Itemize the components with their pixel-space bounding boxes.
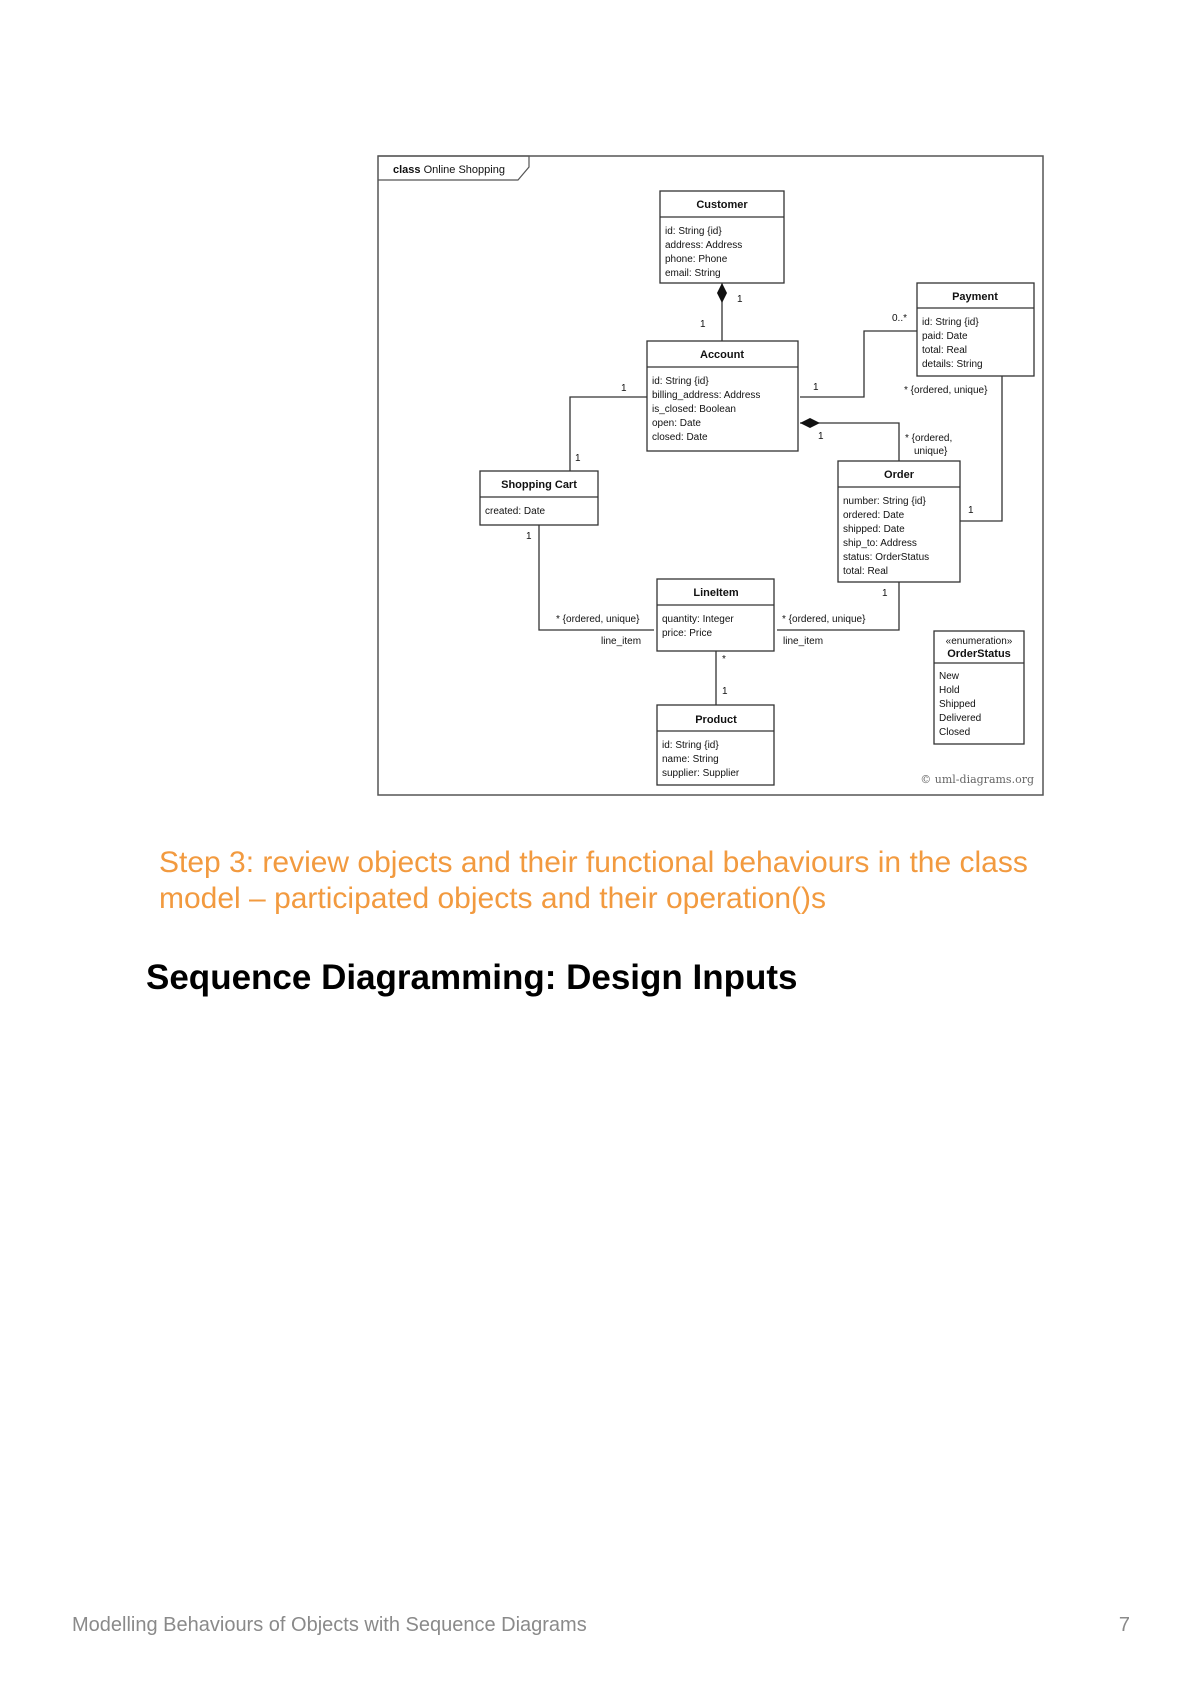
- class-attribute: is_closed: Boolean: [652, 404, 736, 415]
- class-attribute: details: String: [922, 359, 983, 370]
- multiplicity-label: * {ordered, unique}: [782, 614, 866, 625]
- class-attribute: status: OrderStatus: [843, 552, 929, 563]
- multiplicity-label: 1: [621, 383, 627, 394]
- class-attribute: quantity: Integer: [662, 614, 734, 625]
- class-attribute: id: String {id}: [662, 740, 719, 751]
- class-attribute: billing_address: Address: [652, 390, 760, 401]
- enum-literal: New: [939, 671, 960, 682]
- composition-diamond: [717, 283, 727, 303]
- frame-name: Online Shopping: [424, 164, 505, 176]
- footer-title: Modelling Behaviours of Objects with Seq…: [72, 1614, 587, 1636]
- class-attribute: phone: Phone: [665, 254, 728, 265]
- class-product: Product id: String {id} name: String sup…: [656, 704, 775, 786]
- class-attribute: total: Real: [922, 345, 967, 356]
- multiplicity-label: 1: [813, 382, 819, 393]
- class-attribute: price: Price: [662, 628, 712, 639]
- class-attribute: open: Date: [652, 418, 701, 429]
- multiplicity-label: * {ordered, unique}: [904, 385, 988, 396]
- class-attribute: closed: Date: [652, 432, 708, 443]
- multiplicity-label: 0..*: [892, 313, 907, 324]
- multiplicity-label: 1: [722, 686, 728, 697]
- step-line: Step 3: review objects and their functio…: [159, 846, 1028, 879]
- class-attribute: ordered: Date: [843, 510, 905, 521]
- enum-literal: Shipped: [939, 699, 976, 710]
- enum-stereotype: «enumeration»: [946, 636, 1013, 647]
- step-line: model – participated objects and their o…: [159, 882, 827, 915]
- page-number: 7: [1118, 1614, 1130, 1636]
- class-customer: Customer id: String {id} address: Addres…: [659, 190, 785, 284]
- multiplicity-label: 1: [882, 588, 888, 599]
- enum-literal: Delivered: [939, 713, 981, 724]
- class-attribute: id: String {id}: [652, 376, 709, 387]
- class-name: Customer: [696, 199, 748, 211]
- multiplicity-label: * {ordered,: [905, 433, 952, 444]
- class-attribute: shipped: Date: [843, 524, 905, 535]
- class-account: Account id: String {id} billing_address:…: [646, 340, 799, 452]
- frame-tab: [378, 155, 530, 181]
- multiplicity-label: 1: [818, 431, 824, 442]
- multiplicity-label: 1: [737, 294, 743, 305]
- class-attribute: paid: Date: [922, 331, 968, 342]
- class-attribute: id: String {id}: [665, 226, 722, 237]
- role-label: line_item: [783, 636, 823, 647]
- enum-literal: Closed: [939, 727, 970, 738]
- class-attribute: number: String {id}: [843, 496, 926, 507]
- class-lineitem: LineItem quantity: Integer price: Price: [656, 578, 775, 652]
- class-name: Product: [695, 714, 737, 726]
- class-payment: Payment id: String {id} paid: Date total…: [916, 282, 1035, 377]
- class-attribute: name: String: [662, 754, 719, 765]
- multiplicity-label: *: [722, 654, 726, 665]
- class-shopping-cart: Shopping Cart created: Date: [479, 470, 599, 526]
- class-name: Payment: [952, 291, 998, 303]
- multiplicity-label: 1: [526, 531, 532, 542]
- class-attribute: email: String: [665, 268, 721, 279]
- class-attribute: created: Date: [485, 506, 545, 517]
- uml-class-diagram: class Online Shopping Customer id: Strin…: [377, 155, 1044, 796]
- frame-keyword: class: [393, 164, 421, 176]
- enum-orderstatus: «enumeration» OrderStatus New Hold Shipp…: [933, 630, 1025, 745]
- role-label: line_item: [601, 636, 641, 647]
- class-name: OrderStatus: [947, 648, 1011, 660]
- class-order: Order number: String {id} ordered: Date …: [837, 460, 961, 583]
- class-name: Order: [884, 469, 915, 481]
- multiplicity-label: 1: [700, 319, 706, 330]
- multiplicity-label: 1: [968, 505, 974, 516]
- class-attribute: address: Address: [665, 240, 742, 251]
- composition-diamond: [800, 418, 820, 428]
- svg-text:class Online Shopping: class Online Shopping: [393, 164, 505, 176]
- multiplicity-label: * {ordered, unique}: [556, 614, 640, 625]
- class-name: LineItem: [693, 587, 738, 599]
- page-title: Sequence Diagramming: Design Inputs: [146, 958, 798, 997]
- class-attribute: id: String {id}: [922, 317, 979, 328]
- class-attribute: supplier: Supplier: [662, 768, 740, 779]
- step-description: Step 3: review objects and their functio…: [159, 845, 1059, 917]
- class-attribute: ship_to: Address: [843, 538, 917, 549]
- copyright-text: © uml-diagrams.org: [920, 773, 1034, 786]
- class-attribute: total: Real: [843, 566, 888, 577]
- class-name: Shopping Cart: [501, 479, 577, 491]
- class-name: Account: [700, 349, 744, 361]
- multiplicity-label: unique}: [914, 446, 948, 457]
- multiplicity-label: 1: [575, 453, 581, 464]
- enum-literal: Hold: [939, 685, 960, 696]
